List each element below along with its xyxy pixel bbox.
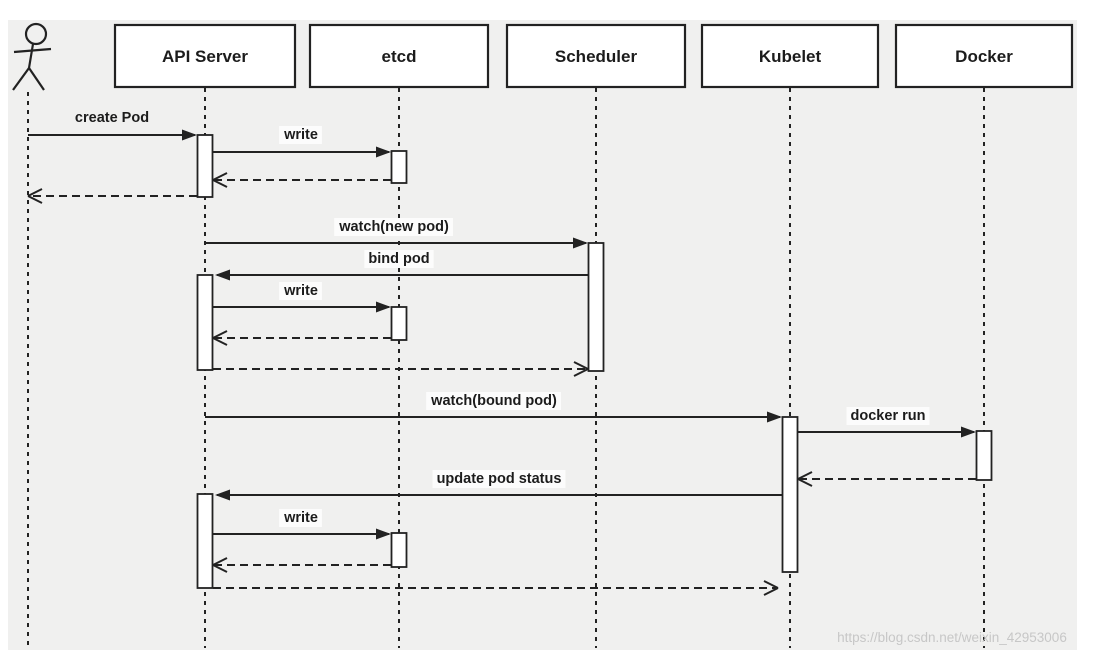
message-label-bg [334, 218, 453, 236]
arrowhead-open-icon [212, 564, 228, 573]
message-label-bg [846, 407, 930, 425]
arrowhead-open-icon [212, 172, 228, 181]
message-docker-run: docker run [798, 407, 976, 438]
message-label-bg [364, 250, 434, 268]
arrowhead-open-icon [573, 368, 589, 377]
activation-docker-6 [975, 430, 993, 481]
arrowhead-open-icon [212, 179, 228, 188]
participant-box-etcd [308, 23, 490, 89]
message-label-bg [426, 392, 561, 410]
arrowhead-solid-icon [573, 237, 588, 249]
participant-box-scheduler [505, 23, 687, 89]
participant-box-docker [894, 23, 1074, 89]
participant-label-docker: Docker [955, 47, 1013, 66]
message-label: create Pod [75, 110, 149, 126]
diagram-background [8, 20, 1077, 650]
activation-etcd-1 [390, 150, 408, 184]
message-label-bg [279, 509, 322, 527]
participant-label-etcd: etcd [382, 47, 417, 66]
message-label-bg [279, 126, 322, 144]
activation-api-server-7 [196, 493, 214, 589]
arrowhead-solid-icon [376, 528, 391, 540]
message-write: write [213, 126, 391, 158]
message-label: bind pod [368, 251, 429, 267]
participant-label-scheduler: Scheduler [555, 47, 638, 66]
message-label-bg [279, 282, 322, 300]
arrowhead-open-icon [797, 471, 813, 480]
activation-etcd-8 [390, 532, 408, 568]
message-label: update pod status [437, 471, 562, 487]
arrowhead-open-icon [212, 557, 228, 566]
participant-scheduler: Scheduler [505, 23, 687, 89]
message-update-pod-status: update pod status [215, 470, 782, 501]
participant-etcd: etcd [308, 23, 490, 89]
participant-label-api-server: API Server [162, 47, 248, 66]
message-watch-new-pod-: watch(new pod) [205, 218, 588, 249]
message-return-3 [27, 188, 197, 204]
participant-kubelet: Kubelet [700, 23, 880, 89]
participant-box-kubelet [700, 23, 880, 89]
activation-api-server-0 [196, 134, 214, 198]
activation-kubelet-5 [781, 416, 799, 573]
participant-box-api-server [113, 23, 297, 89]
arrowhead-solid-icon [376, 146, 391, 158]
message-watch-bound-pod-: watch(bound pod) [205, 392, 782, 423]
message-return-14 [212, 557, 391, 573]
arrowhead-open-icon [212, 330, 228, 339]
message-label: watch(new pod) [338, 219, 449, 235]
activation-etcd-4 [390, 306, 408, 341]
message-return-11 [797, 471, 976, 487]
arrowhead-open-icon [763, 587, 779, 596]
arrowhead-open-icon [763, 580, 779, 589]
message-return-7 [212, 330, 391, 346]
message-label: watch(bound pod) [430, 393, 557, 409]
message-create-pod: create Pod [28, 110, 197, 141]
arrowhead-solid-icon [215, 489, 230, 501]
message-return-8 [213, 361, 589, 377]
participant-docker: Docker [894, 23, 1074, 89]
message-bind-pod: bind pod [215, 250, 588, 281]
activation-api-server-3 [196, 274, 214, 371]
watermark: https://blog.csdn.net/weixin_42953006 [837, 630, 1067, 645]
message-write: write [213, 509, 391, 540]
message-label: write [283, 283, 318, 299]
arrowhead-solid-icon [961, 426, 976, 438]
message-label: write [283, 127, 318, 143]
message-return-2 [212, 172, 391, 188]
actor-icon [12, 22, 52, 91]
arrowhead-open-icon [27, 195, 43, 204]
activation-scheduler-2 [587, 242, 605, 372]
message-label: write [283, 510, 318, 526]
message-write: write [213, 282, 391, 313]
participant-label-kubelet: Kubelet [759, 47, 822, 66]
arrowhead-open-icon [573, 361, 589, 370]
message-label: docker run [851, 408, 926, 424]
arrowhead-solid-icon [376, 301, 391, 313]
participant-api-server: API Server [113, 23, 297, 89]
arrowhead-solid-icon [215, 269, 230, 281]
arrowhead-solid-icon [767, 411, 782, 423]
message-return-15 [213, 580, 779, 596]
arrowhead-open-icon [212, 337, 228, 346]
arrowhead-open-icon [797, 478, 813, 487]
arrowhead-solid-icon [182, 129, 197, 141]
message-label-bg [432, 470, 566, 488]
arrowhead-open-icon [27, 188, 43, 197]
